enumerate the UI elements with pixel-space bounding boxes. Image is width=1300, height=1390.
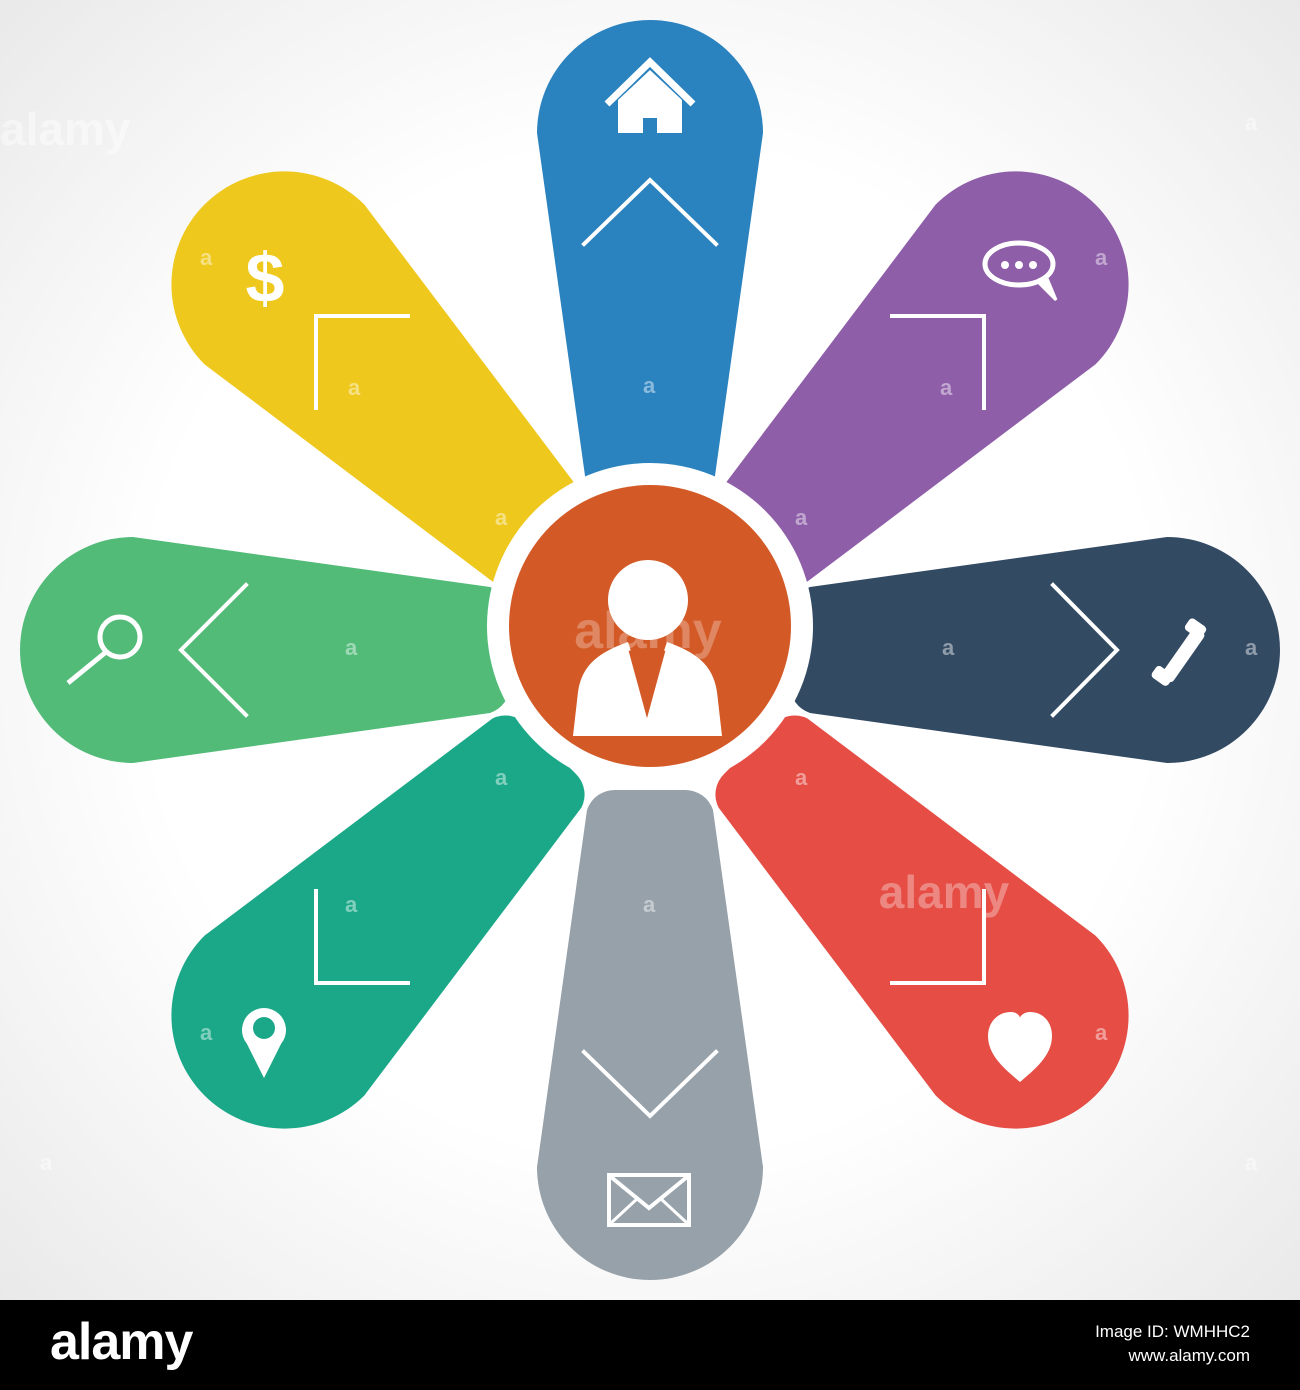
- svg-text:a: a: [495, 505, 508, 530]
- flower-infographic: $ alamy alamy alamy a a a a a a a a a a …: [0, 0, 1300, 1300]
- svg-text:a: a: [795, 765, 808, 790]
- corner-top-left-icon: [314, 314, 410, 410]
- chevron-up-icon: [581, 177, 719, 247]
- svg-text:a: a: [643, 373, 656, 398]
- svg-text:a: a: [1245, 1150, 1258, 1175]
- speech-bubble-icon: [982, 240, 1058, 302]
- search-petal[interactable]: [20, 537, 511, 763]
- watermark-tiles: a a a a a a a a a a a a a a a a a a a: [40, 110, 1258, 1175]
- image-id: Image ID: WMHHC2: [1095, 1322, 1250, 1341]
- corner-top-right-icon: [890, 314, 986, 410]
- svg-text:a: a: [348, 375, 361, 400]
- svg-text:a: a: [1095, 1020, 1108, 1045]
- dollar-icon: $: [246, 239, 285, 317]
- corner-bottom-left-icon: [314, 889, 410, 985]
- watermark-right: alamy: [879, 866, 1010, 918]
- svg-text:a: a: [1245, 635, 1258, 660]
- phone-icon: [1151, 618, 1207, 686]
- flower-diagram: $ alamy alamy alamy a a a a a a a a a a …: [0, 20, 1280, 1280]
- site-link[interactable]: www.alamy.com: [1128, 1346, 1250, 1365]
- footer-logo[interactable]: alamy: [50, 1313, 193, 1371]
- corner-bottom-right-icon: [890, 889, 986, 985]
- watermark: alamy alamy alamy: [0, 103, 1010, 918]
- svg-text:a: a: [940, 375, 953, 400]
- svg-text:a: a: [40, 1150, 53, 1175]
- svg-text:a: a: [942, 635, 955, 660]
- footer-bar: alamy Image ID: WMHHC2 www.alamy.com: [0, 1300, 1300, 1390]
- person-icon: [573, 560, 722, 736]
- svg-text:a: a: [345, 892, 358, 917]
- map-pin-icon: [242, 1008, 286, 1078]
- svg-text:a: a: [643, 892, 656, 917]
- watermark-center: alamy: [574, 602, 722, 660]
- svg-text:a: a: [345, 635, 358, 660]
- phone-petal[interactable]: [789, 537, 1280, 763]
- home-icon: [604, 57, 696, 133]
- svg-text:a: a: [1095, 245, 1108, 270]
- svg-text:a: a: [495, 765, 508, 790]
- svg-text:a: a: [795, 505, 808, 530]
- magnifier-icon: [66, 614, 143, 685]
- heart-icon: [988, 1012, 1052, 1082]
- svg-text:a: a: [200, 1020, 213, 1045]
- chevron-right-icon: [1050, 582, 1120, 718]
- svg-text:a: a: [1245, 110, 1258, 135]
- envelope-icon: [607, 1173, 691, 1227]
- watermark-left: alamy: [0, 103, 131, 155]
- chevron-down-icon: [581, 1049, 719, 1119]
- chevron-left-icon: [178, 582, 249, 718]
- footer-info: Image ID: WMHHC2 www.alamy.com: [1095, 1320, 1250, 1368]
- svg-text:a: a: [200, 245, 213, 270]
